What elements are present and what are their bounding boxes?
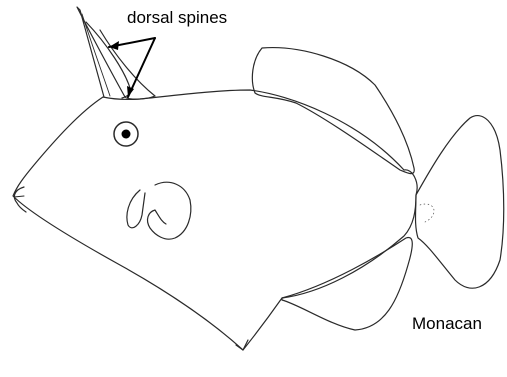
- dorsal-spines-label: dorsal spines: [127, 8, 227, 28]
- dorsal-fin: [252, 48, 414, 174]
- species-label: Monacan: [412, 314, 482, 334]
- caudal-fin: [416, 116, 504, 289]
- arrow-to-second-spine: [128, 38, 155, 97]
- pectoral-fin: [127, 190, 145, 228]
- dorsal-spine-second: [86, 22, 130, 98]
- anal-fin: [282, 237, 412, 330]
- fish-body: [13, 90, 417, 350]
